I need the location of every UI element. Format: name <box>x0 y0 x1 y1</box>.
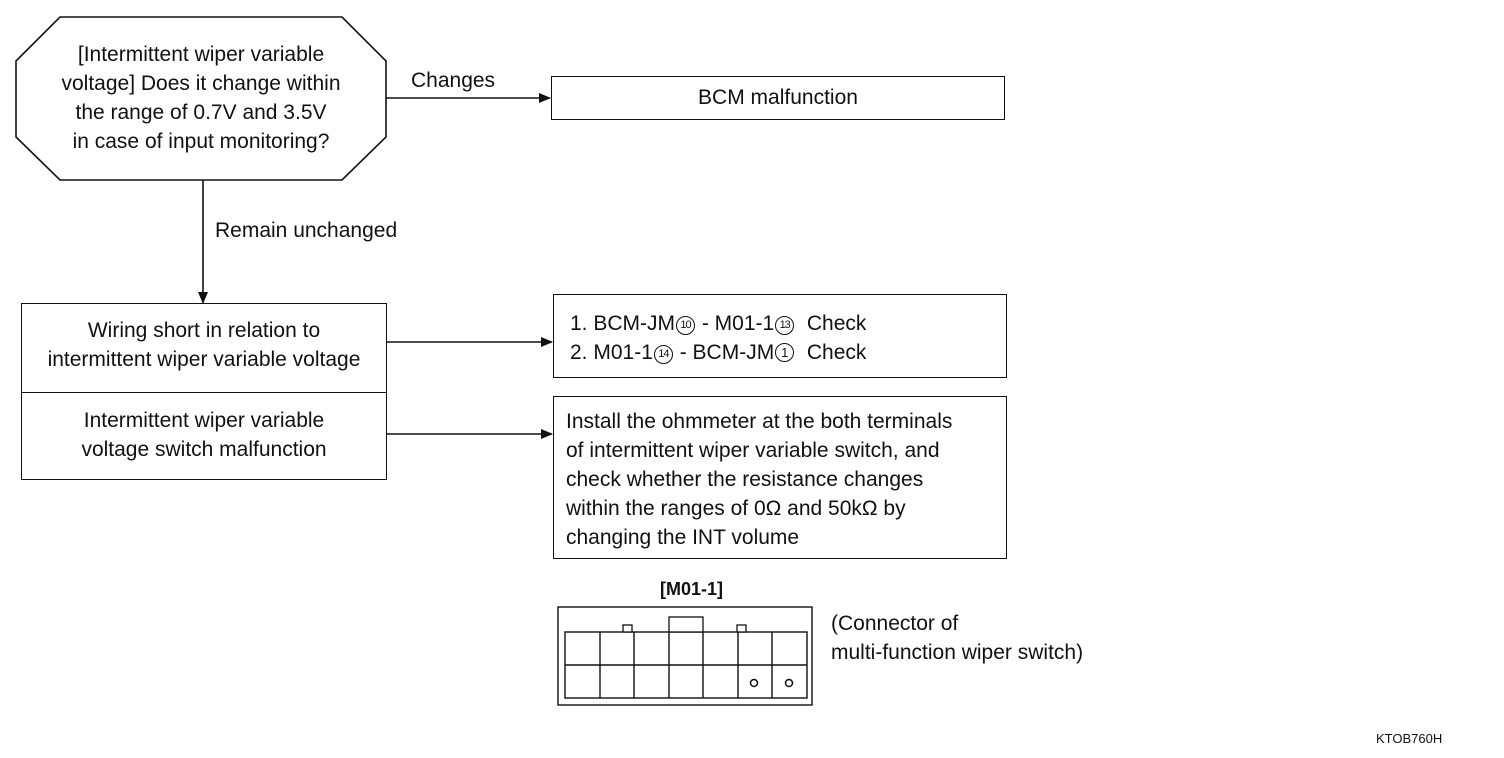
pin-number-14: 14 <box>653 345 673 364</box>
pin-number-1: 1 <box>775 343 795 362</box>
connector-title: [M01-1] <box>660 579 724 599</box>
ohmmeter-line: check whether the resistance changes <box>566 468 924 491</box>
check-1-mid: - M01-1 <box>696 312 775 335</box>
pin-number-10: 10 <box>676 316 695 335</box>
pin-number-13: 13 <box>775 316 795 335</box>
result-bcm-malfunction-box: BCM malfunction <box>551 76 1005 120</box>
edge-label-changes: Changes <box>411 69 496 92</box>
causes-box: Wiring short in relation to intermittent… <box>21 303 387 480</box>
check-2-suffix: Check <box>795 341 867 364</box>
edge-label-remain-unchanged: Remain unchanged <box>215 219 398 242</box>
cause-switch-malfunction: Intermittent wiper variable voltage swit… <box>22 406 386 464</box>
decision-line: [Intermittent wiper variable <box>77 43 325 66</box>
connector-caption-line: multi-function wiper switch) <box>831 641 1084 664</box>
check-2-prefix: 2. M01-1 <box>570 341 653 364</box>
cause-line: voltage switch malfunction <box>81 438 327 461</box>
figure-code: KTOB760H <box>1376 731 1443 746</box>
decision-text: [Intermittent wiper variable voltage] Do… <box>30 40 372 156</box>
check-1-suffix: Check <box>795 312 867 335</box>
connector-caption: (Connector of multi-function wiper switc… <box>831 609 1083 667</box>
check-2-mid: - BCM-JM <box>673 341 775 364</box>
ohmmeter-line: within the ranges of 0Ω and 50kΩ by <box>566 497 906 520</box>
check-1-prefix: 1. BCM-JM <box>570 312 675 335</box>
cause-line: intermittent wiper variable voltage <box>47 348 361 371</box>
result-bcm-malfunction-label: BCM malfunction <box>698 86 858 109</box>
causes-divider <box>22 392 386 393</box>
connector-m01-1-drawing <box>557 606 813 706</box>
cause-line: Wiring short in relation to <box>87 319 321 342</box>
decision-line: voltage] Does it change within <box>61 72 341 95</box>
ohmmeter-line: of intermittent wiper variable switch, a… <box>566 439 940 462</box>
decision-line: in case of input monitoring? <box>72 130 330 153</box>
ohmmeter-line: Install the ohmmeter at the both termina… <box>566 410 953 433</box>
cause-line: Intermittent wiper variable <box>83 409 325 432</box>
cause-wiring-short: Wiring short in relation to intermittent… <box>22 316 386 374</box>
connector-caption-line: (Connector of <box>831 612 959 635</box>
ohmmeter-line: changing the INT volume <box>566 526 800 549</box>
decision-octagon <box>15 16 387 181</box>
ohmmeter-instruction-box: Install the ohmmeter at the both termina… <box>553 396 1007 559</box>
decision-line: the range of 0.7V and 3.5V <box>75 101 327 124</box>
